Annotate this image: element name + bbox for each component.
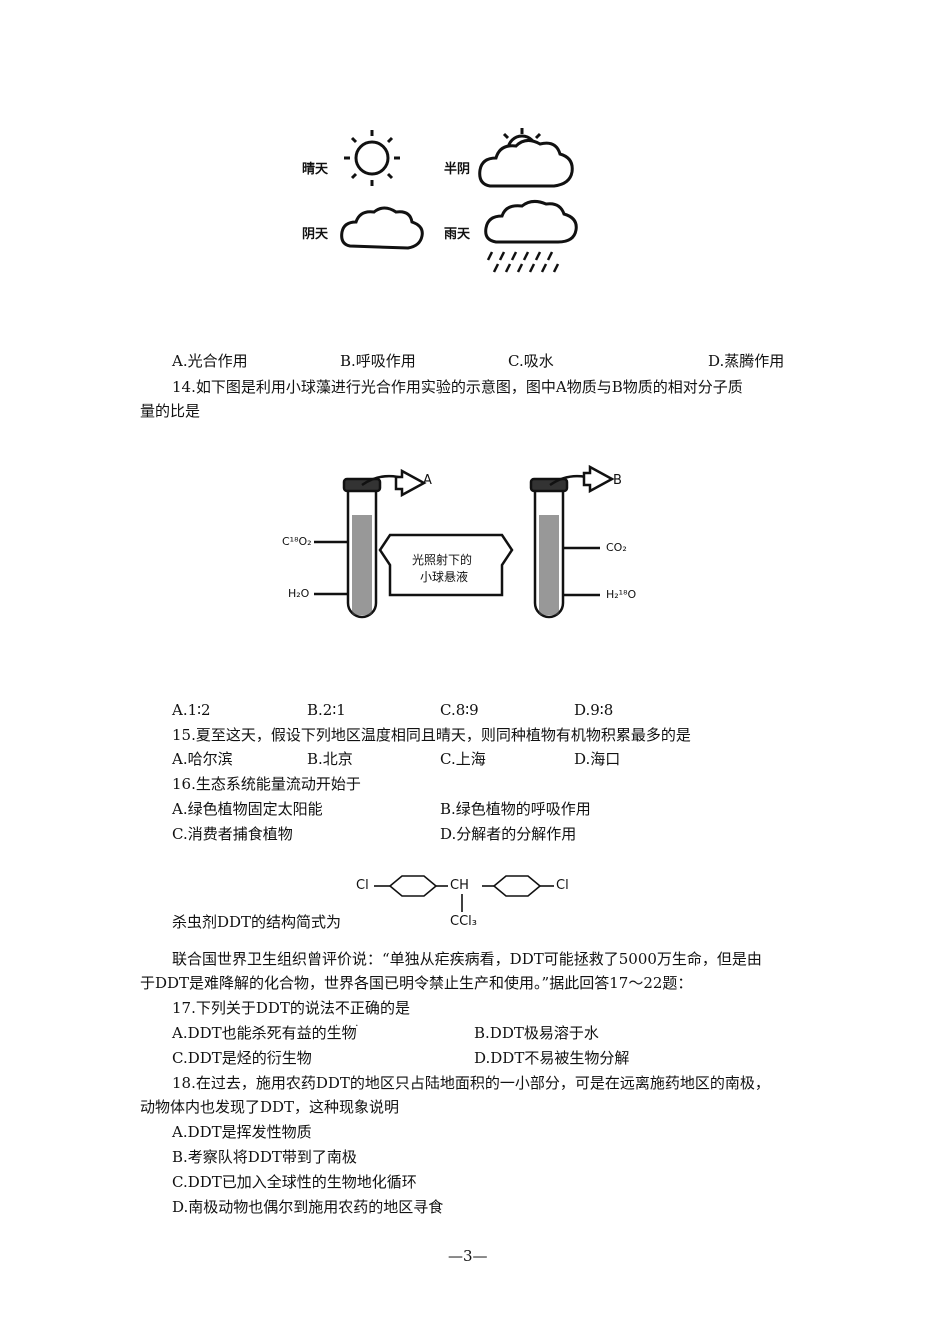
q17-emphasis-text: 不正确 — [334, 999, 380, 1017]
q14-option-d: D.9∶8 — [574, 701, 614, 719]
ddt-cl-left: Cl — [356, 878, 369, 893]
ddt-ch: CH — [450, 878, 469, 893]
right-benzene-ring — [492, 875, 542, 897]
weather-figure: 晴天 半阴 阴天 雨天 — [290, 118, 600, 288]
center-label-line1: 光照射下的 — [412, 553, 473, 567]
ddt-cl-right: Cl — [556, 878, 569, 893]
q13-option-b: B.呼吸作用 — [340, 352, 416, 370]
q14-option-c: C.8∶9 — [440, 701, 479, 719]
q14-option-a: A.1∶2 — [172, 701, 211, 719]
q18-stem-line1: 18.在过去，施用农药DDT的地区只占陆地面积的一小部分，可是在远离施药地区的南… — [172, 1074, 770, 1092]
q17-stem-emphasis: 不正确 ··· — [334, 999, 380, 1032]
q18-option-b: B.考察队将DDT带到了南极 — [172, 1148, 357, 1166]
q13-option-d: D.蒸腾作用 — [708, 352, 785, 370]
overcast-cloud-icon — [340, 206, 424, 250]
q17-option-c: C.DDT是烃的衍生物 — [172, 1049, 312, 1067]
q17-stem: 17.下列关于DDT的说法不正确 ··· 的是 — [172, 998, 410, 1032]
right-input-bottom: H₂¹⁸O — [606, 588, 637, 601]
q17-option-a: A.DDT也能杀死有益的生物 — [172, 1024, 357, 1042]
arrow-a — [394, 468, 427, 498]
center-container — [378, 533, 514, 597]
q18-option-d: D.南极动物也偶尔到施用农药的地区寻食 — [172, 1198, 444, 1216]
photosynthesis-figure: A B C¹⁸O₂ H₂O CO₂ H₂¹⁸O 光照射下的 小球悬液 — [280, 455, 660, 640]
label-a: A — [423, 473, 432, 488]
center-label-line2: 小球悬液 — [420, 570, 469, 584]
q16-stem: 16.生态系统能量流动开始于 — [172, 775, 361, 793]
ddt-passage-line1: 联合国世界卫生组织曾评价说：“单独从疟疾病看，DDT可能拯救了5000万生命，但… — [172, 950, 762, 968]
q14-stem-line2: 量的比是 — [140, 402, 201, 420]
q16-option-d: D.分解者的分解作用 — [440, 825, 577, 843]
q15-option-c: C.上海 — [440, 750, 486, 768]
q16-option-b: B.绿色植物的呼吸作用 — [440, 800, 591, 818]
q18-option-c: C.DDT已加入全球性的生物地化循环 — [172, 1173, 417, 1191]
arrow-b — [582, 464, 615, 494]
partly-cloudy-icon — [478, 128, 574, 188]
ddt-structure: Cl CH Cl CCl₃ — [352, 868, 582, 940]
label-sunny: 晴天 — [302, 162, 329, 177]
left-test-tube — [346, 483, 378, 619]
q13-option-a: A.光合作用 — [172, 352, 248, 370]
q14-stem-line1: 14.如下图是利用小球藻进行光合作用实验的示意图，图中A物质与B物质的相对分子质 — [172, 378, 743, 396]
sun-icon — [344, 130, 400, 186]
q13-option-c: C.吸水 — [508, 352, 554, 370]
q14-option-b: B.2∶1 — [307, 701, 346, 719]
q18-option-a: A.DDT是挥发性物质 — [172, 1123, 312, 1141]
q16-option-c: C.消费者捕食植物 — [172, 825, 293, 843]
ddt-ccl3: CCl₃ — [450, 914, 477, 929]
q17-stem-post: 的是 — [379, 999, 410, 1017]
q17-stem-pre: 17.下列关于DDT的说法 — [172, 999, 335, 1017]
right-input-top: CO₂ — [606, 541, 627, 554]
q18-stem-line2: 动物体内也发现了DDT，这种现象说明 — [140, 1098, 400, 1116]
q15-option-d: D.海口 — [574, 750, 621, 768]
q15-option-b: B.北京 — [307, 750, 353, 768]
q17-option-d: D.DDT不易被生物分解 — [474, 1049, 630, 1067]
ddt-passage-line2: 于DDT是难降解的化合物，世界各国已明令禁止生产和使用。”据此回答17～22题： — [140, 974, 693, 992]
right-test-tube — [533, 483, 565, 619]
left-benzene-ring — [388, 875, 438, 897]
left-input-top: C¹⁸O₂ — [282, 535, 312, 548]
q17-option-b: B.DDT极易溶于水 — [474, 1024, 599, 1042]
label-b: B — [613, 473, 622, 488]
rain-cloud-icon — [484, 199, 578, 273]
label-partly-cloudy: 半阴 — [444, 162, 471, 177]
label-overcast: 阴天 — [302, 227, 329, 242]
q15-stem: 15.夏至这天，假设下列地区温度相同且晴天，则同种植物有机物积累最多的是 — [172, 726, 691, 744]
q15-option-a: A.哈尔滨 — [172, 750, 233, 768]
page-number: —3— — [448, 1247, 488, 1265]
label-rainy: 雨天 — [444, 227, 471, 242]
emphasis-dots: ··· — [334, 1021, 366, 1032]
left-input-bottom: H₂O — [288, 587, 310, 600]
ddt-intro: 杀虫剂DDT的结构简式为 — [172, 913, 342, 931]
q16-option-a: A.绿色植物固定太阳能 — [172, 800, 323, 818]
